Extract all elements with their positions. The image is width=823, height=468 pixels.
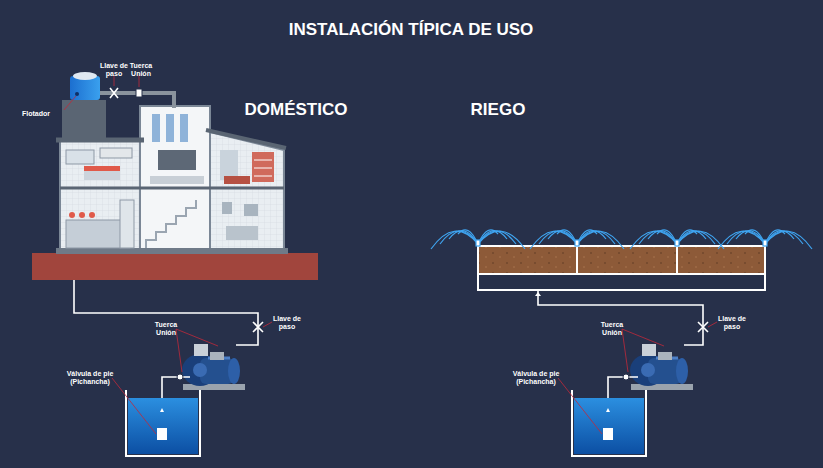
- union-symbol: [177, 374, 183, 380]
- spray-arc: [718, 231, 765, 249]
- pump: [630, 344, 693, 390]
- sprinklers: [431, 230, 812, 249]
- callout-label: Tuerca Unión: [595, 321, 629, 337]
- leader-line: [558, 322, 717, 434]
- pump: [182, 344, 245, 390]
- callout-label: Tuerca Unión: [149, 321, 183, 337]
- well: [126, 390, 200, 456]
- union-symbol: [136, 89, 142, 97]
- pipe: [478, 274, 765, 290]
- valve-symbol: [253, 322, 263, 332]
- spray-arc: [530, 231, 577, 249]
- callout-label: Llave de paso: [715, 315, 749, 331]
- valve-symbol: [110, 88, 118, 98]
- spray-arc: [577, 231, 624, 249]
- section-heading: DOMÉSTICO: [245, 100, 348, 120]
- pipe: [538, 290, 703, 345]
- callout-label: Válvula de pie (Pichancha): [60, 370, 120, 386]
- spray-arc: [478, 231, 525, 249]
- leader-line: [112, 322, 272, 434]
- spray-arc: [630, 231, 677, 249]
- spray-arc: [677, 231, 724, 249]
- callout-label: Llave de paso: [97, 62, 131, 78]
- valve-symbol: [698, 322, 708, 332]
- foot-valve: [603, 428, 613, 440]
- callout-label: Válvula de pie (Pichancha): [506, 370, 566, 386]
- well: [572, 390, 646, 456]
- callout-label: Tuerca Unión: [124, 62, 158, 78]
- pipe: [74, 280, 258, 345]
- callout-label: Llave de paso: [270, 315, 304, 331]
- section-heading: RIEGO: [471, 100, 526, 120]
- callout-label: Flotador: [22, 110, 58, 118]
- leader-line: [64, 96, 76, 110]
- title: INSTALACIÓN TÍPICA DE USO: [289, 20, 534, 40]
- field: [478, 246, 765, 274]
- foot-valve: [157, 428, 167, 440]
- spray-arc: [431, 231, 478, 249]
- spray-arc: [765, 231, 812, 249]
- union-symbol: [623, 374, 629, 380]
- ground: [32, 253, 318, 280]
- tank-base: [62, 100, 106, 140]
